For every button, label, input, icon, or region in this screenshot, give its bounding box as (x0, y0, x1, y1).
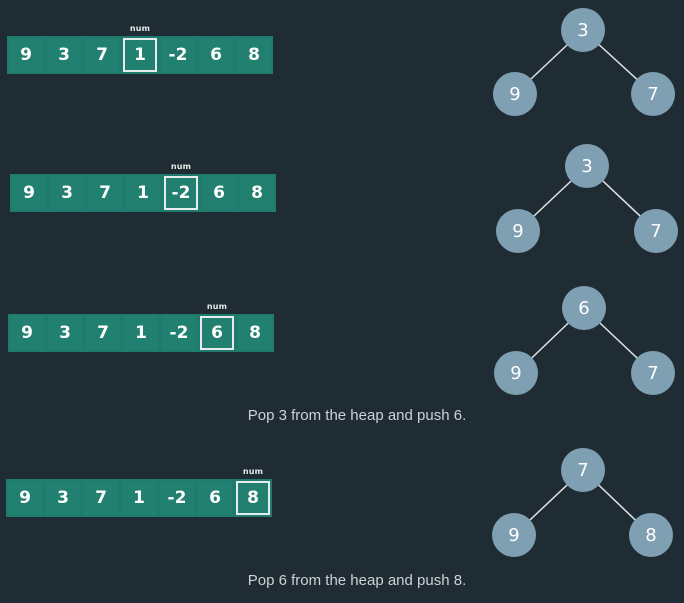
array-cell-current: num -2 (164, 162, 198, 210)
array-cell: 3 (50, 176, 84, 210)
array-cell: 3 (47, 38, 81, 72)
heap-node-left-label: 9 (512, 221, 523, 242)
step-caption: Pop 3 from the heap and push 6. (247, 407, 467, 424)
heap-node-left-label: 9 (509, 84, 520, 105)
heap-node-root (561, 448, 605, 492)
heap-node-left (494, 351, 538, 395)
array-cell: 3 (48, 316, 82, 350)
array-cell: 8 (237, 38, 271, 72)
heap-node-right-label: 8 (645, 525, 656, 546)
array-cell: 7 (88, 176, 122, 210)
array-cell: 8 (238, 316, 272, 350)
heap-node-right (634, 209, 678, 253)
step-caption: Pop 6 from the heap and push 8. (247, 572, 467, 589)
array-cell: 8 (240, 176, 274, 210)
array-cell: 7 (85, 38, 119, 72)
array-cell: -2 (161, 38, 195, 72)
num-marker: num (129, 24, 151, 33)
array-cell: 6 (202, 176, 236, 210)
heap-tree: 6 9 7 (494, 286, 675, 395)
array-cell-current: num 1 (123, 24, 157, 72)
heap-node-left (496, 209, 540, 253)
heap-node-left-label: 9 (508, 525, 519, 546)
num-marker: num (170, 162, 192, 171)
array: 9 3 7 1 num -2 6 8 (10, 162, 276, 212)
heap-node-right (631, 351, 675, 395)
array-cell: 9 (9, 38, 43, 72)
heap-tree: 3 9 7 (496, 144, 678, 253)
heap-node-root-label: 3 (577, 20, 588, 41)
heap-node-right-label: 7 (647, 363, 658, 384)
num-marker: num (206, 302, 228, 311)
heap-node-root-label: 3 (581, 156, 592, 177)
heap-node-right (629, 513, 673, 557)
heap-node-left (492, 513, 536, 557)
heap-node-right-label: 7 (650, 221, 661, 242)
heap-node-right (631, 72, 675, 116)
heap-node-root (562, 286, 606, 330)
heap-node-right-label: 7 (647, 84, 658, 105)
heap-node-left-label: 9 (510, 363, 521, 384)
array-cell: 3 (46, 481, 80, 515)
array: 9 3 7 num 1 -2 6 8 (7, 24, 273, 74)
array-cell-current: num 6 (200, 302, 234, 350)
array-cell: 6 (198, 481, 232, 515)
heap-node-root (565, 144, 609, 188)
array-cell: 9 (8, 481, 42, 515)
array: 9 3 7 1 -2 6 num 8 (6, 467, 272, 517)
heap-tree: 3 9 7 (493, 8, 675, 116)
array-cell: 7 (84, 481, 118, 515)
heap-node-root-label: 7 (577, 460, 588, 481)
array-cell-current: num 8 (236, 467, 270, 515)
array-cell: 9 (12, 176, 46, 210)
num-marker: num (242, 467, 264, 476)
heap-node-root (561, 8, 605, 52)
array-cell: 1 (126, 176, 160, 210)
array: 9 3 7 1 -2 num 6 8 (8, 302, 274, 352)
array-cell: -2 (160, 481, 194, 515)
array-cell: 1 (122, 481, 156, 515)
heap-node-left (493, 72, 537, 116)
array-cell: 6 (199, 38, 233, 72)
array-cell: -2 (162, 316, 196, 350)
heap-node-root-label: 6 (578, 298, 589, 319)
array-cell: 1 (124, 316, 158, 350)
array-cell: 9 (10, 316, 44, 350)
array-cell: 7 (86, 316, 120, 350)
